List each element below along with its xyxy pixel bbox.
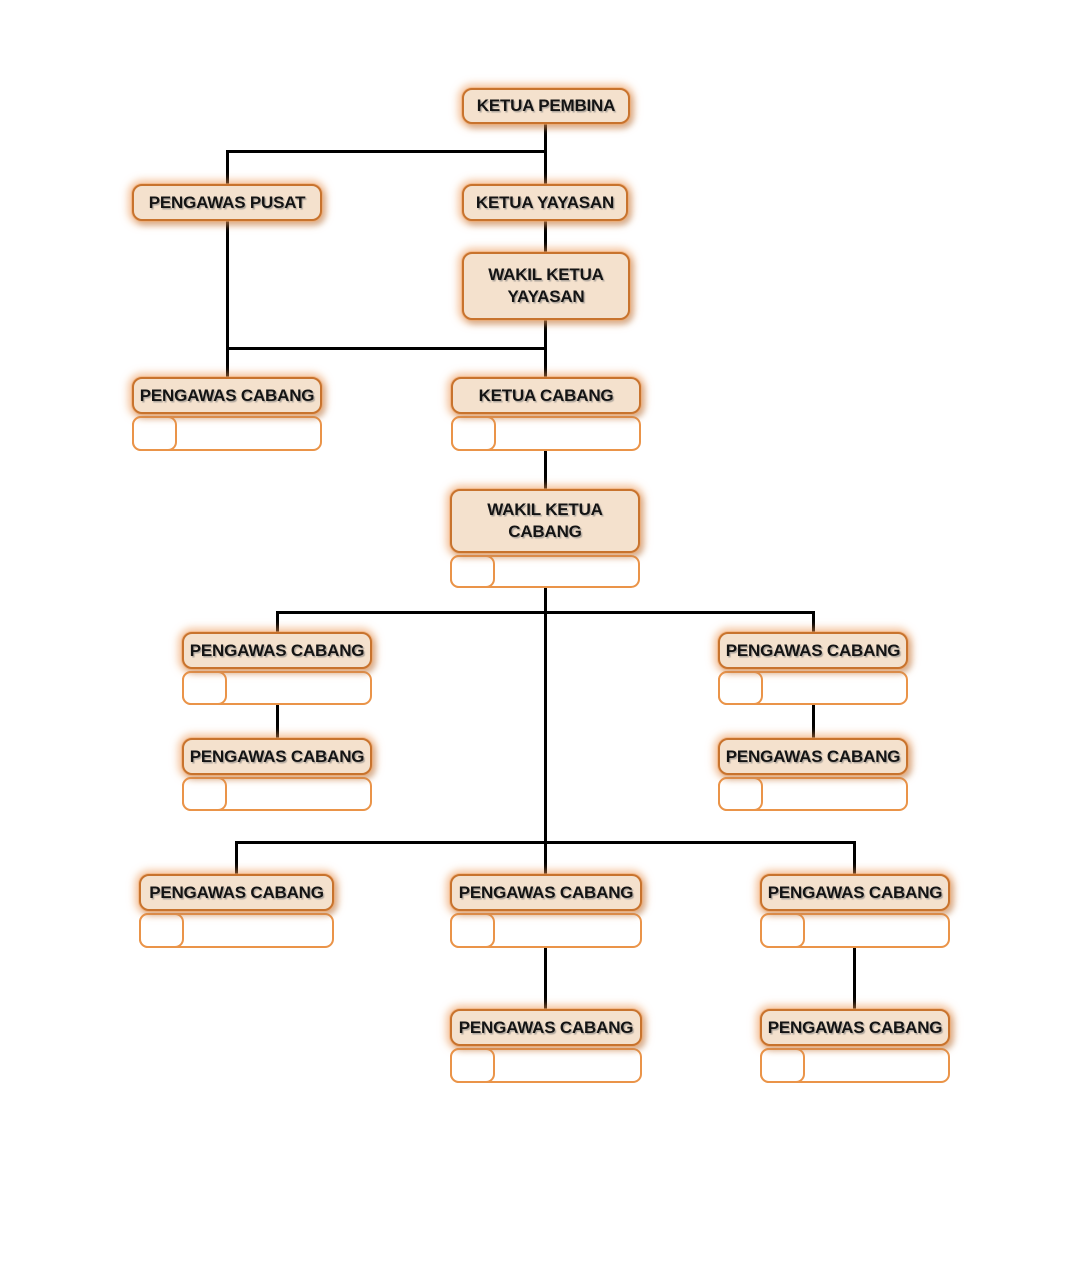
connector-ketua-cabang-to-wakil-cabang [544,451,547,489]
org-node-pengawas-cabang-mid-right-1[interactable]: PENGAWAS CABANG [718,632,908,669]
org-node-ketua-pembina[interactable]: KETUA PEMBINA [462,88,630,124]
node-label: KETUA PEMBINA [476,96,616,115]
node-label: KETUA YAYASAN [475,192,615,212]
org-node-pengawas-cabang-mid-left-1[interactable]: PENGAWAS CABANG [182,632,372,669]
node-label: PENGAWAS CABANG [139,385,315,405]
detail-box-wakil-ketua-cabang[interactable] [450,555,640,588]
node-label: WAKIL KETUA YAYASAN [488,265,604,306]
org-node-pengawas-pusat[interactable]: PENGAWAS PUSAT [132,184,322,221]
detail-box-mid-left-2[interactable] [182,777,372,811]
connector-mid-right-child [812,705,815,738]
photo-placeholder [718,671,763,705]
connector-yayasan-to-wakil [544,221,547,252]
node-label: PENGAWAS CABANG [189,746,365,766]
photo-placeholder [132,416,177,451]
connector-mid-left-child [276,705,279,738]
connector-bottom-center-child [544,948,547,1009]
node-label: PENGAWAS CABANG [458,1017,634,1037]
connector-top-branch [226,150,547,153]
connector-tier2-branch [235,841,856,844]
connector-wakil-to-ketua-cabang [544,320,547,377]
node-label: PENGAWAS CABANG [725,640,901,660]
node-label: PENGAWAS CABANG [725,746,901,766]
detail-box-bottom-right[interactable] [760,913,950,948]
org-node-ketua-cabang[interactable]: KETUA CABANG [451,377,641,414]
photo-placeholder [450,913,495,948]
node-label: PENGAWAS CABANG [149,882,324,902]
connector-tier2-right-drop [853,841,856,874]
connector-mid-branch [226,347,547,350]
detail-box-mid-right-2[interactable] [718,777,908,811]
org-node-pengawas-cabang-mid-left-2[interactable]: PENGAWAS CABANG [182,738,372,775]
detail-box-bottom-left[interactable] [139,913,334,948]
photo-placeholder [760,1048,805,1083]
detail-box-bottom-right-child[interactable] [760,1048,950,1083]
connector-tier2-left-drop [235,841,238,874]
connector-tier1-branch [276,611,815,614]
connector-trunk [544,588,547,874]
photo-placeholder [718,777,763,811]
detail-box-mid-right-1[interactable] [718,671,908,705]
connector-to-pengawas-pusat [226,150,229,184]
detail-box-pengawas-cabang-pusat[interactable] [132,416,322,451]
org-node-pengawas-cabang-bottom-right[interactable]: PENGAWAS CABANG [760,874,950,911]
connector-pengawas-pusat-to-cabang [226,221,229,377]
detail-box-mid-left-1[interactable] [182,671,372,705]
detail-box-bottom-center[interactable] [450,913,642,948]
node-label: PENGAWAS PUSAT [148,192,306,212]
node-label: KETUA CABANG [478,385,614,405]
photo-placeholder [451,416,496,451]
detail-box-ketua-cabang[interactable] [451,416,641,451]
org-node-wakil-ketua-cabang[interactable]: WAKIL KETUA CABANG [450,489,640,553]
node-label: PENGAWAS CABANG [458,882,634,902]
org-node-pengawas-cabang-pusat[interactable]: PENGAWAS CABANG [132,377,322,414]
detail-box-bottom-center-child[interactable] [450,1048,642,1083]
node-label: PENGAWAS CABANG [189,640,365,660]
node-label: WAKIL KETUA CABANG [487,500,603,541]
connector-tier1-right-drop [812,611,815,632]
photo-placeholder [139,913,184,948]
org-node-pengawas-cabang-mid-right-2[interactable]: PENGAWAS CABANG [718,738,908,775]
org-node-pengawas-cabang-bottom-left[interactable]: PENGAWAS CABANG [139,874,334,911]
org-node-pengawas-cabang-bottom-center-child[interactable]: PENGAWAS CABANG [450,1009,642,1046]
node-label: PENGAWAS CABANG [767,882,943,902]
connector-bottom-right-child [853,948,856,1009]
photo-placeholder [450,555,495,588]
node-label: PENGAWAS CABANG [767,1017,943,1037]
org-node-wakil-ketua-yayasan[interactable]: WAKIL KETUA YAYASAN [462,252,630,320]
connector-tier1-left-drop [276,611,279,632]
photo-placeholder [760,913,805,948]
org-node-ketua-yayasan[interactable]: KETUA YAYASAN [462,184,628,221]
photo-placeholder [182,777,227,811]
org-node-pengawas-cabang-bottom-right-child[interactable]: PENGAWAS CABANG [760,1009,950,1046]
connector-pembina-to-yayasan [544,124,547,184]
photo-placeholder [182,671,227,705]
photo-placeholder [450,1048,495,1083]
org-node-pengawas-cabang-bottom-center[interactable]: PENGAWAS CABANG [450,874,642,911]
